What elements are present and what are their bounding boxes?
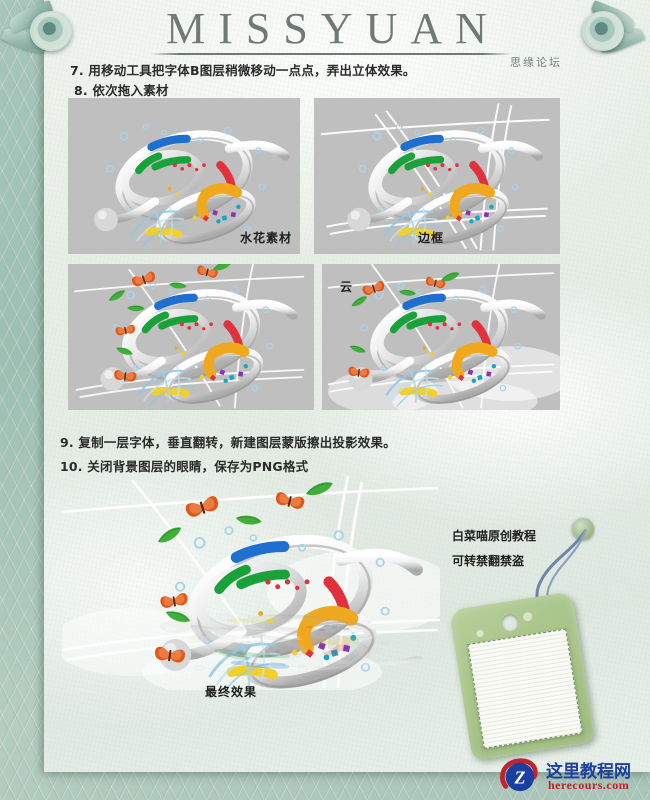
artwork-swirl bbox=[68, 98, 300, 254]
artwork-swirl-with-butterflies bbox=[68, 264, 314, 410]
final-caption: 最终效果 bbox=[205, 685, 258, 699]
title-underline bbox=[150, 53, 512, 55]
artwork-swirl-with-frame bbox=[314, 98, 560, 254]
panel-caption: 水花素材 bbox=[239, 231, 292, 245]
step-text-10: 10. 关闭背景图层的眼睛，保存为PNG格式 bbox=[60, 459, 309, 474]
tutorial-panel-4: 云 bbox=[322, 264, 560, 410]
logo-site-name: 这里教程网 bbox=[546, 762, 631, 782]
step-text-7: 7. 用移动工具把字体B图层稍微移动一点点，弄出立体效果。 bbox=[70, 63, 416, 78]
site-logo[interactable]: Z 这里教程网 herecours.com bbox=[498, 756, 646, 796]
artwork-swirl-with-clouds bbox=[322, 264, 560, 410]
paper-rose-icon-left bbox=[0, 0, 84, 72]
page-title: MISSYUAN bbox=[166, 4, 500, 53]
tutorial-panel-3 bbox=[68, 264, 314, 410]
step-text-8: 8. 依次拖入素材 bbox=[74, 83, 169, 98]
step-text-9: 9. 复制一层字体，垂直翻转，新建图层蒙版擦出投影效果。 bbox=[60, 435, 396, 450]
credit-line-1: 白菜喵原创教程 bbox=[452, 529, 537, 543]
forum-name: 思缘论坛 bbox=[510, 56, 562, 69]
rose-bloom bbox=[30, 11, 72, 51]
tutorial-panel-2: 边框 bbox=[314, 98, 560, 254]
logo-z-icon: Z bbox=[500, 758, 538, 792]
artwork-swirl-final bbox=[62, 472, 440, 690]
credit-line-2: 可转禁翻禁盗 bbox=[452, 554, 525, 568]
tutorial-panel-1: 水花素材 bbox=[68, 98, 300, 254]
paper-rose-icon-right bbox=[566, 0, 646, 72]
rose-bloom bbox=[582, 11, 624, 51]
hang-tag-icon bbox=[448, 591, 596, 761]
logo-site-url: herecours.com bbox=[548, 778, 630, 792]
panel-caption: 云 bbox=[340, 280, 354, 294]
final-artwork bbox=[62, 472, 440, 690]
tag-note-paper bbox=[467, 628, 583, 749]
panel-caption: 边框 bbox=[418, 231, 445, 245]
svg-text:Z: Z bbox=[513, 768, 525, 788]
fabric-button-icon bbox=[572, 518, 594, 540]
